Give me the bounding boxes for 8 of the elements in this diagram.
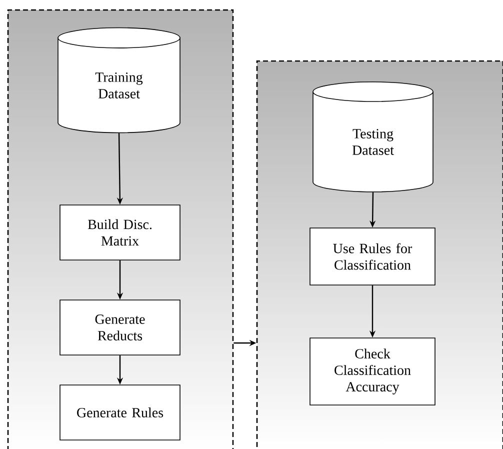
process-box: Generate Rules <box>60 384 180 440</box>
process-box: Check Classification Accuracy <box>310 338 436 406</box>
process-box: Generate Reducts <box>60 300 180 356</box>
database-cylinder: Testing Dataset <box>312 82 434 192</box>
panel <box>7 9 234 449</box>
process-box: Build Disc. Matrix <box>60 204 180 260</box>
database-cylinder: Training Dataset <box>58 27 180 134</box>
process-box: Use Rules for Classification <box>310 228 436 286</box>
